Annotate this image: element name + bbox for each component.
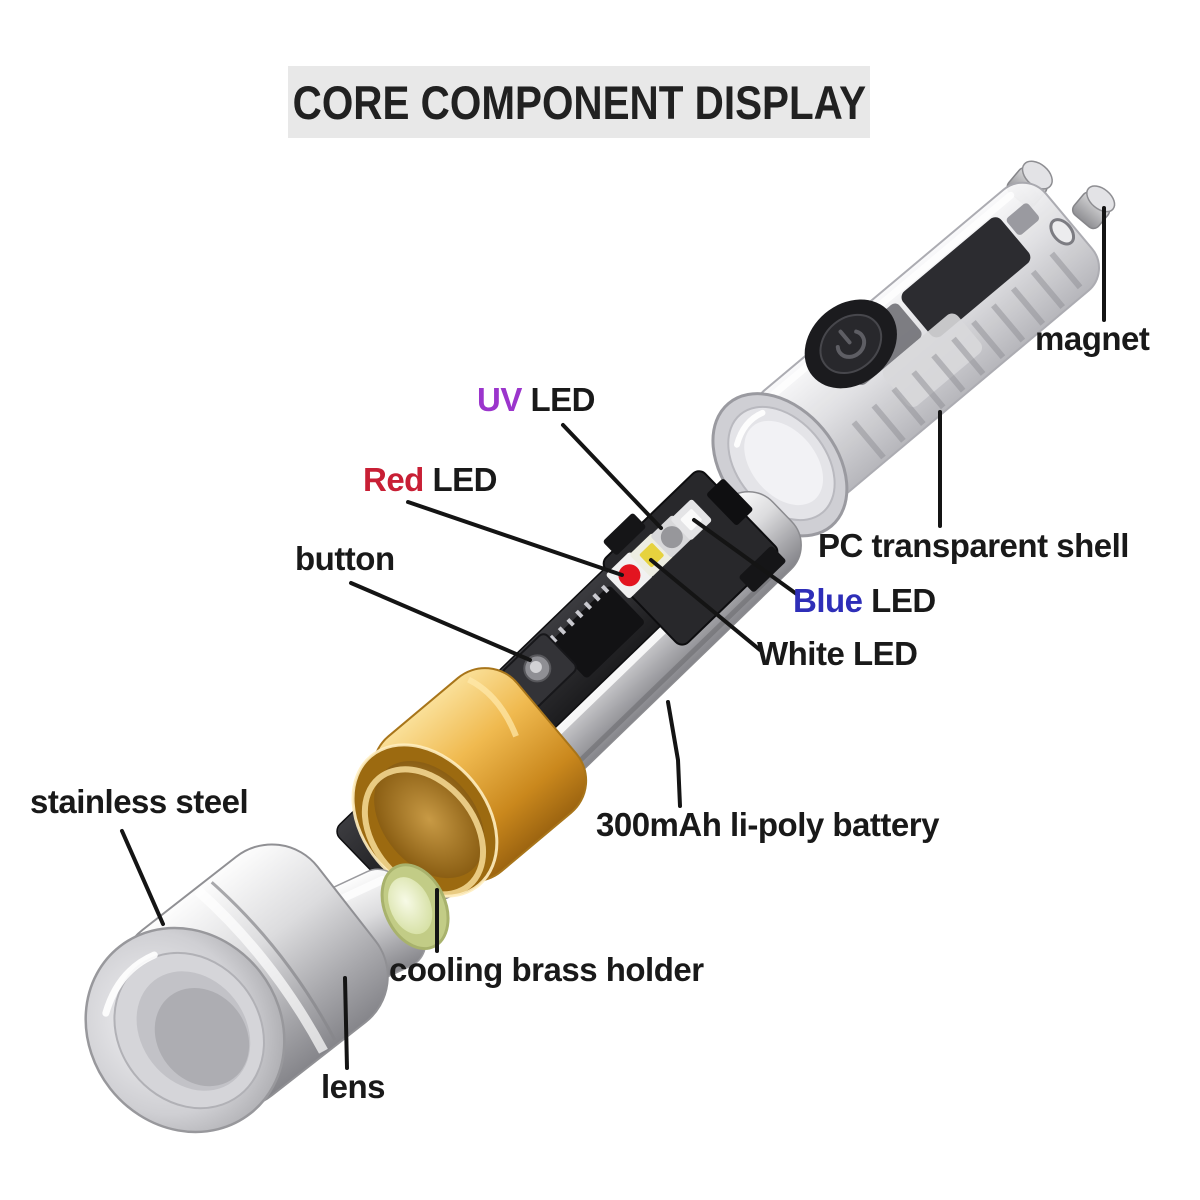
label-pc-transparent-shell: PC transparent shell xyxy=(818,527,1129,564)
keychain-hole xyxy=(1049,218,1076,246)
label-lens: lens xyxy=(321,1068,386,1105)
leader-white-led xyxy=(649,558,762,652)
leader-lines xyxy=(120,206,1106,1070)
label-magnet: magnet xyxy=(1035,320,1150,357)
leader-lens xyxy=(343,976,349,1070)
main-ic-chip xyxy=(552,586,644,678)
leader-battery xyxy=(666,700,682,808)
magnet-piece-2 xyxy=(1071,185,1116,230)
power-icon xyxy=(835,329,867,359)
led-head-plate xyxy=(602,470,786,646)
blue-led xyxy=(680,509,702,531)
label-button: button xyxy=(295,540,395,577)
inner-usb-module xyxy=(901,217,1031,338)
leader-blue-led xyxy=(692,518,800,597)
leader-red-led xyxy=(406,500,624,577)
page-title: CORE COMPONENT DISPLAY xyxy=(292,75,866,129)
label-blue-led: Blue LED xyxy=(793,582,936,619)
white-led xyxy=(639,543,664,568)
title-banner: CORE COMPONENT DISPLAY xyxy=(288,66,870,138)
leader-stainless xyxy=(120,829,165,926)
label-red-led: Red LED xyxy=(363,461,498,498)
pc-transparent-shell xyxy=(711,181,1100,538)
leader-button xyxy=(349,581,532,662)
label-white-led: White LED xyxy=(757,635,918,672)
label-cooling-brass-holder: cooling brass holder xyxy=(389,951,704,988)
stainless-steel-ring xyxy=(84,843,389,1134)
cooling-brass-holder xyxy=(351,667,588,898)
label-stainless-steel: stainless steel xyxy=(30,783,249,820)
shell-side-button xyxy=(804,299,897,389)
leader-uv-led xyxy=(561,423,663,530)
label-uv-led: UV LED xyxy=(477,381,596,418)
label-battery: 300mAh li-poly battery xyxy=(596,806,939,843)
red-led xyxy=(618,564,641,587)
shell-ribs xyxy=(851,251,1083,460)
uv-led xyxy=(660,526,683,549)
